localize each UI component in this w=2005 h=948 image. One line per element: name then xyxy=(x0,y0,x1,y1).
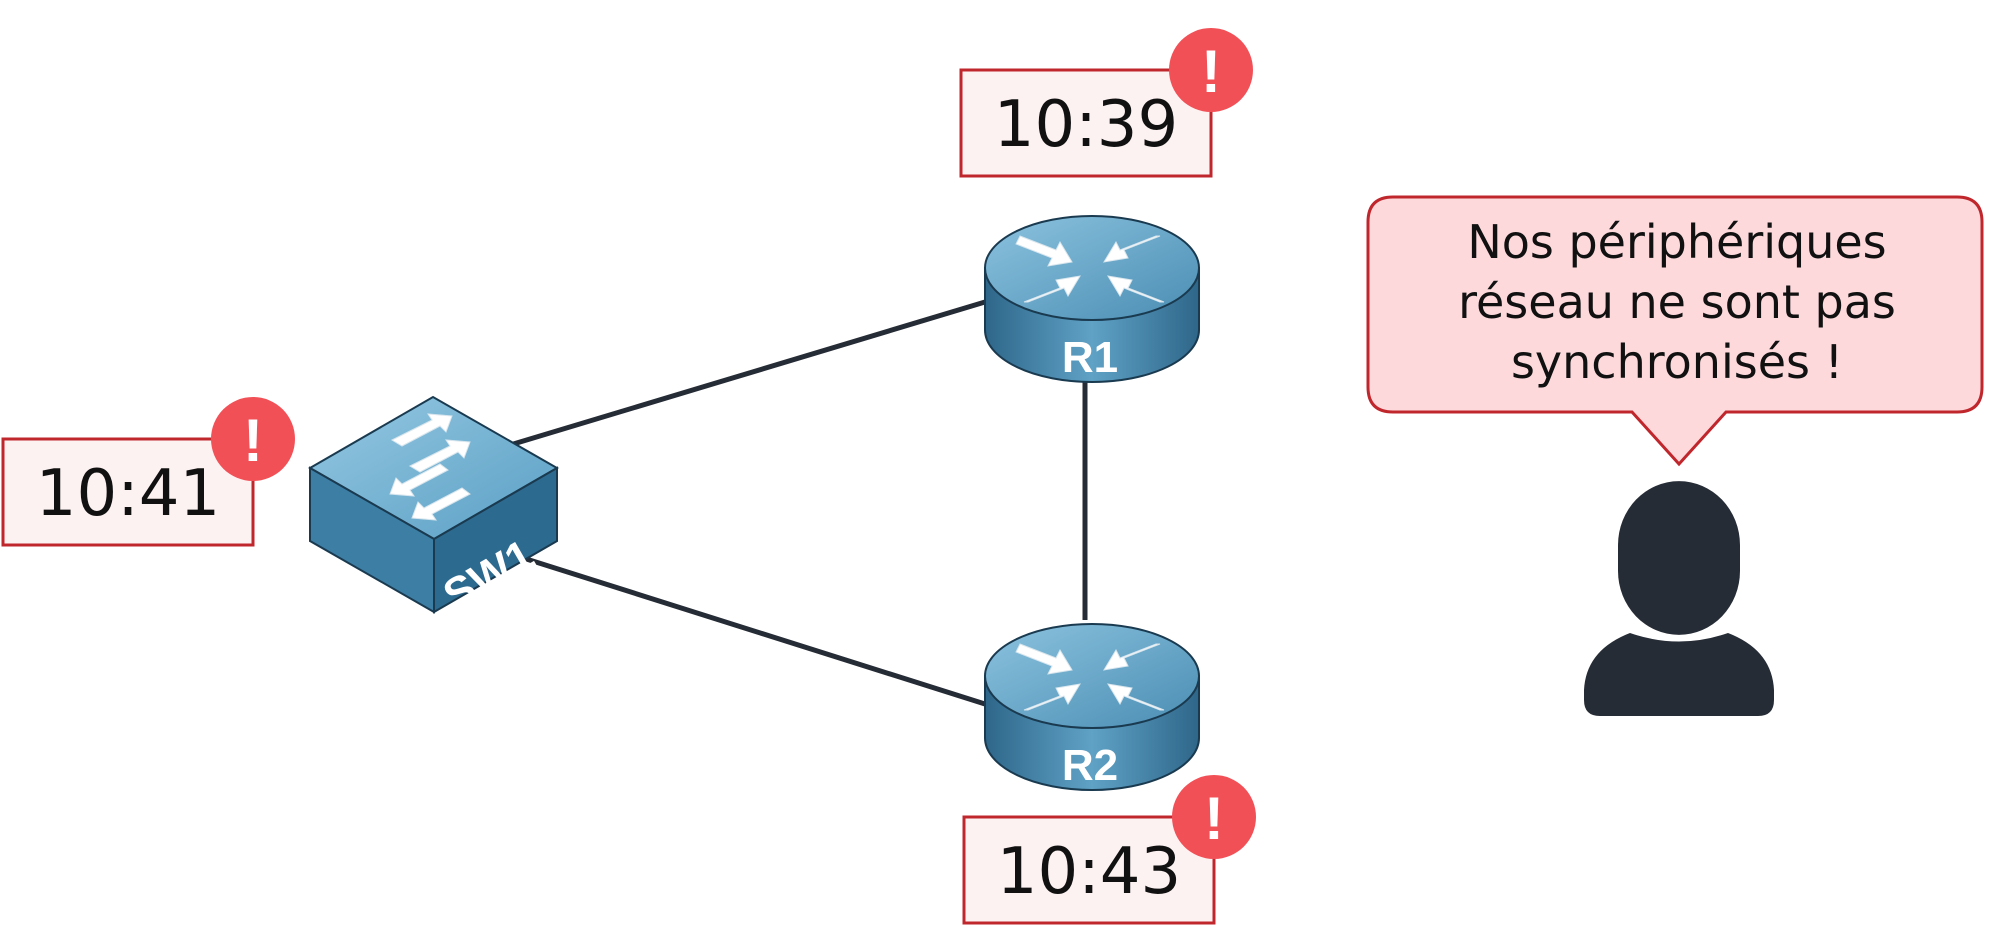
switch-arrows-icon xyxy=(389,413,471,521)
switch-right-face xyxy=(433,466,558,614)
time-r1: 10:39 xyxy=(994,88,1178,162)
alert-icon xyxy=(1172,775,1256,859)
router-r2[interactable]: R2 xyxy=(984,623,1200,791)
speech-line-1: Nos périphériques xyxy=(1467,215,1886,269)
time-box-r2-frame xyxy=(962,815,1216,925)
speech-bubble: Nos périphériques réseau ne sont pas syn… xyxy=(1366,195,1984,467)
router-r2-label: R2 xyxy=(1062,741,1118,790)
alert-mark: ! xyxy=(243,407,263,474)
alert-mark: ! xyxy=(1204,785,1224,852)
person-head xyxy=(1618,481,1740,635)
alert-mark: ! xyxy=(1201,38,1221,105)
time-box-r2: 10:43 ! xyxy=(962,775,1256,925)
router-r1-top xyxy=(984,215,1200,321)
person-icon xyxy=(1584,481,1774,716)
router-r1-arrows-icon xyxy=(1015,235,1165,303)
link-sw1-r2 xyxy=(519,554,986,707)
speech-line-2: réseau ne sont pas xyxy=(1458,275,1896,329)
router-r1-label: R1 xyxy=(1062,333,1118,382)
router-r1[interactable]: R1 xyxy=(984,215,1200,383)
time-box-sw1: 10:41 ! xyxy=(1,397,295,547)
link-sw1-r1 xyxy=(509,299,986,448)
alert-icon xyxy=(1169,28,1253,112)
speech-bubble-shape xyxy=(1366,195,1984,467)
router-r2-arrows-icon xyxy=(1015,643,1165,711)
router-r2-top xyxy=(984,623,1200,729)
time-box-r1: 10:39 ! xyxy=(959,28,1253,178)
time-sw1: 10:41 xyxy=(36,457,220,531)
time-box-r1-frame xyxy=(959,68,1213,178)
alert-icon xyxy=(211,397,295,481)
network-links xyxy=(509,299,1088,707)
time-box-sw1-frame xyxy=(1,437,255,547)
speech-line-3: synchronisés ! xyxy=(1511,335,1843,389)
person-body xyxy=(1584,633,1774,716)
switch-sw1[interactable]: SW1 xyxy=(307,395,560,621)
time-r2: 10:43 xyxy=(997,835,1181,909)
